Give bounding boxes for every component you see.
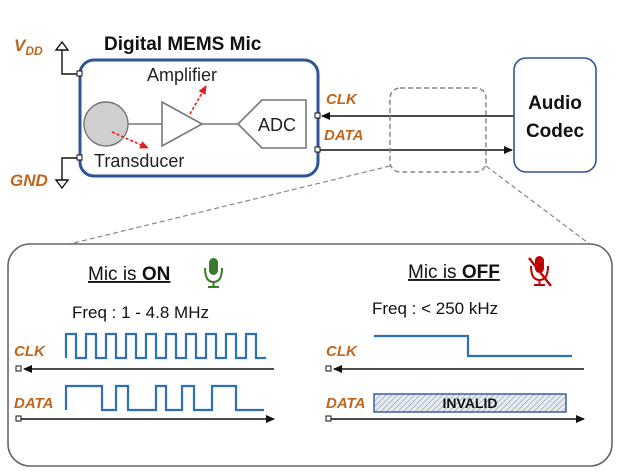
transducer-pointer-arrow bbox=[111, 131, 149, 149]
gnd-symbol bbox=[54, 154, 83, 190]
zoom-guide-right bbox=[485, 165, 609, 259]
zoom-region bbox=[389, 87, 487, 173]
on-title-state: ON bbox=[142, 264, 171, 285]
codec-label-line1: Audio bbox=[528, 93, 582, 114]
on-freq-label: Freq : 1 - 4.8 MHz bbox=[72, 303, 209, 322]
vdd-symbol bbox=[54, 40, 83, 77]
on-panel-title: Mic is ON bbox=[88, 264, 170, 285]
svg-text:VDD: VDD bbox=[14, 36, 43, 58]
off-title-state: OFF bbox=[462, 262, 500, 283]
off-clk-label: CLK bbox=[326, 343, 358, 360]
codec-label-line2: Codec bbox=[526, 121, 585, 142]
off-freq-label: Freq : < 250 kHz bbox=[372, 299, 498, 318]
data-label: DATA bbox=[324, 127, 363, 144]
vdd-main: V bbox=[14, 36, 27, 55]
transducer-label: Transducer bbox=[94, 151, 184, 171]
off-panel-title: Mic is OFF bbox=[408, 262, 500, 283]
amplifier-label: Amplifier bbox=[147, 65, 217, 85]
vdd-sub: DD bbox=[25, 44, 43, 58]
amplifier-symbol bbox=[161, 100, 204, 148]
microphone-icon bbox=[204, 258, 223, 288]
audio-codec-block bbox=[513, 57, 597, 173]
microphone-muted-icon bbox=[528, 256, 552, 287]
vdd-label: VDD bbox=[14, 36, 43, 58]
diagram-title: Digital MEMS Mic bbox=[104, 34, 262, 55]
adc-block bbox=[236, 99, 307, 149]
transducer-membrane bbox=[83, 101, 129, 147]
gnd-label: GND bbox=[10, 171, 48, 190]
on-clk-label: CLK bbox=[14, 343, 46, 360]
on-data-waveform bbox=[64, 384, 264, 412]
off-title-prefix: Mic is bbox=[408, 262, 462, 283]
amplifier-pointer-arrow bbox=[189, 85, 207, 115]
clk-label: CLK bbox=[326, 91, 358, 108]
off-data-label: DATA bbox=[326, 395, 365, 412]
on-clk-waveform bbox=[64, 332, 266, 360]
on-title-prefix: Mic is bbox=[88, 264, 142, 285]
adc-label: ADC bbox=[258, 115, 296, 135]
off-data-invalid-region bbox=[373, 393, 567, 413]
off-data-invalid-label: INVALID bbox=[443, 395, 498, 411]
off-clk-waveform bbox=[374, 334, 572, 358]
on-data-label: DATA bbox=[14, 395, 53, 412]
zoom-guide-left bbox=[11, 165, 391, 259]
